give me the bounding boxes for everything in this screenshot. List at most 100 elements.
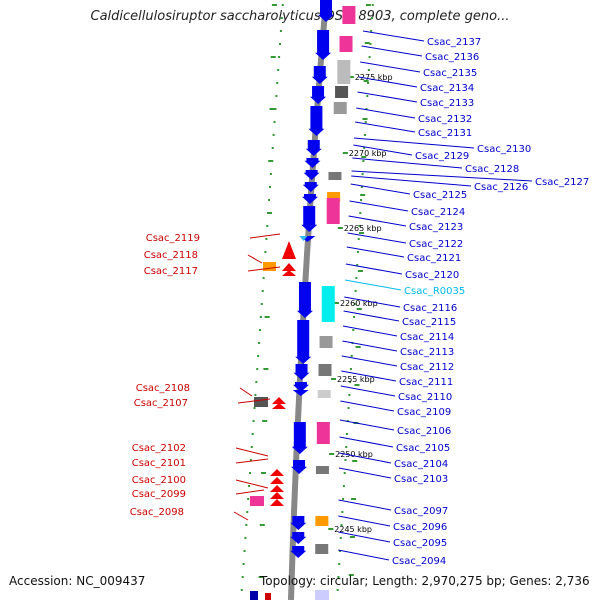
- gene-features[interactable]: [250, 0, 356, 600]
- gene-label-right[interactable]: Csac_2130: [477, 144, 531, 155]
- gene-box[interactable]: [328, 172, 342, 180]
- gene-label-right[interactable]: Csac_2124: [411, 207, 465, 218]
- gene-arrow-down[interactable]: [290, 532, 307, 544]
- gene-label-right[interactable]: Csac_2129: [415, 151, 469, 162]
- gene-label-right[interactable]: Csac_2095: [393, 538, 447, 549]
- gene-box[interactable]: [315, 466, 329, 474]
- gene-label-left[interactable]: Csac_2118: [144, 250, 198, 261]
- gene-box[interactable]: [326, 198, 340, 224]
- gene-box[interactable]: [250, 496, 264, 506]
- gene-label-left[interactable]: Csac_2098: [130, 507, 184, 518]
- gene-arrow-down[interactable]: [305, 140, 322, 156]
- gene-box[interactable]: [318, 364, 332, 376]
- gene-label-left[interactable]: Csac_2102: [132, 443, 186, 454]
- gene-arrow-down[interactable]: [293, 364, 310, 380]
- gene-arrow-down[interactable]: [301, 194, 318, 204]
- gene-label-right[interactable]: Csac_2127: [535, 177, 589, 188]
- gene-arrow-up[interactable]: [272, 403, 286, 409]
- gene-label-right[interactable]: Csac_2112: [400, 362, 454, 373]
- gene-label-right[interactable]: Csac_2111: [399, 377, 453, 388]
- gene-label-right[interactable]: Csac_2110: [398, 392, 452, 403]
- gene-arrow-down[interactable]: [315, 30, 332, 60]
- gene-label-right[interactable]: Csac_2133: [420, 98, 474, 109]
- gene-box[interactable]: [316, 422, 330, 444]
- gene-arrow-down[interactable]: [291, 422, 308, 454]
- gene-arrow-down[interactable]: [304, 158, 321, 168]
- gene-label-left[interactable]: Csac_2108: [136, 383, 190, 394]
- gene-box[interactable]: [315, 516, 329, 526]
- gene-box[interactable]: [337, 60, 351, 84]
- gene-box[interactable]: [250, 591, 258, 600]
- gene-label-right[interactable]: Csac_R0035: [404, 286, 465, 297]
- gene-arrow-up[interactable]: [270, 477, 284, 484]
- gene-box[interactable]: [339, 36, 353, 52]
- gene-label-right[interactable]: Csac_2135: [423, 68, 477, 79]
- gene-box[interactable]: [315, 590, 329, 600]
- gene-label-right[interactable]: Csac_2134: [420, 83, 474, 94]
- gene-label-right[interactable]: Csac_2115: [402, 317, 456, 328]
- gene-label-right[interactable]: Csac_2126: [474, 182, 528, 193]
- gene-label-left[interactable]: Csac_2117: [144, 266, 198, 277]
- gene-label-right[interactable]: Csac_2132: [418, 114, 472, 125]
- gene-label-right[interactable]: Csac_2114: [400, 332, 454, 343]
- gene-label-right[interactable]: Csac_2128: [465, 164, 519, 175]
- gene-arrow-up[interactable]: [270, 499, 284, 506]
- gene-label-left[interactable]: Csac_2101: [132, 458, 186, 469]
- gene-box[interactable]: [315, 544, 329, 554]
- rna-feature[interactable]: [299, 236, 308, 241]
- gene-box[interactable]: [263, 262, 276, 271]
- gene-label-right[interactable]: Csac_2097: [394, 506, 448, 517]
- gene-label-left[interactable]: Csac_2107: [134, 398, 188, 409]
- gene-arrow-up[interactable]: [272, 397, 286, 404]
- gene-arrow-down[interactable]: [308, 106, 325, 136]
- gene-label-left[interactable]: Csac_2119: [146, 233, 200, 244]
- gene-label-right[interactable]: Csac_2125: [413, 190, 467, 201]
- gene-arrow-up[interactable]: [282, 241, 296, 259]
- gene-arrow-down[interactable]: [292, 382, 309, 392]
- gene-box[interactable]: [342, 6, 356, 24]
- gene-label-right[interactable]: Csac_2105: [396, 443, 450, 454]
- gene-label-right[interactable]: Csac_2137: [427, 37, 481, 48]
- gene-box[interactable]: [333, 102, 347, 114]
- gene-box[interactable]: [321, 286, 335, 322]
- gene-arrow-down[interactable]: [290, 516, 307, 530]
- gene-label-right[interactable]: Csac_2096: [393, 522, 447, 533]
- gene-arrow-up[interactable]: [270, 485, 284, 492]
- gene-box[interactable]: [265, 593, 271, 600]
- gene-arrow-up[interactable]: [282, 270, 296, 276]
- gene-label-right[interactable]: Csac_2123: [409, 222, 463, 233]
- gene-box[interactable]: [317, 390, 331, 398]
- gene-arrow-down[interactable]: [310, 86, 327, 104]
- gene-label-right[interactable]: Csac_2106: [397, 426, 451, 437]
- gene-label-right[interactable]: Csac_2094: [392, 556, 446, 567]
- gene-label-right[interactable]: Csac_2131: [418, 128, 472, 139]
- gene-arrow-down[interactable]: [311, 66, 328, 84]
- gene-box[interactable]: [327, 192, 341, 202]
- gene-box[interactable]: [254, 397, 268, 407]
- gene-label-right[interactable]: Csac_2120: [405, 270, 459, 281]
- gene-arrow-down[interactable]: [295, 320, 312, 364]
- gene-labels[interactable]: Csac_2137Csac_2136Csac_2135Csac_2134Csac…: [130, 37, 590, 567]
- gene-label-right[interactable]: Csac_2136: [425, 52, 479, 63]
- gene-label-right[interactable]: Csac_2113: [400, 347, 454, 358]
- gene-arrow-down[interactable]: [301, 206, 318, 232]
- gene-arrow-down[interactable]: [296, 282, 313, 318]
- gene-arrow-down[interactable]: [303, 170, 320, 180]
- gene-arrow-down[interactable]: [318, 0, 334, 22]
- gene-label-right[interactable]: Csac_2109: [397, 407, 451, 418]
- gene-arrow-down[interactable]: [302, 182, 319, 192]
- gene-label-right[interactable]: Csac_2121: [407, 253, 461, 264]
- gene-arrow-down[interactable]: [290, 546, 307, 558]
- gene-label-right[interactable]: Csac_2103: [394, 474, 448, 485]
- gene-label-left[interactable]: Csac_2100: [132, 475, 186, 486]
- gene-arrow-up[interactable]: [270, 492, 284, 499]
- gene-arrow-down[interactable]: [292, 390, 309, 396]
- gene-arrow-up[interactable]: [282, 263, 296, 271]
- gene-arrow-up[interactable]: [270, 469, 284, 476]
- gene-label-left[interactable]: Csac_2099: [132, 489, 186, 500]
- gene-label-right[interactable]: Csac_2116: [403, 303, 457, 314]
- gene-label-right[interactable]: Csac_2104: [394, 459, 448, 470]
- gene-label-right[interactable]: Csac_2122: [409, 239, 463, 250]
- gene-arrow-down[interactable]: [291, 460, 308, 474]
